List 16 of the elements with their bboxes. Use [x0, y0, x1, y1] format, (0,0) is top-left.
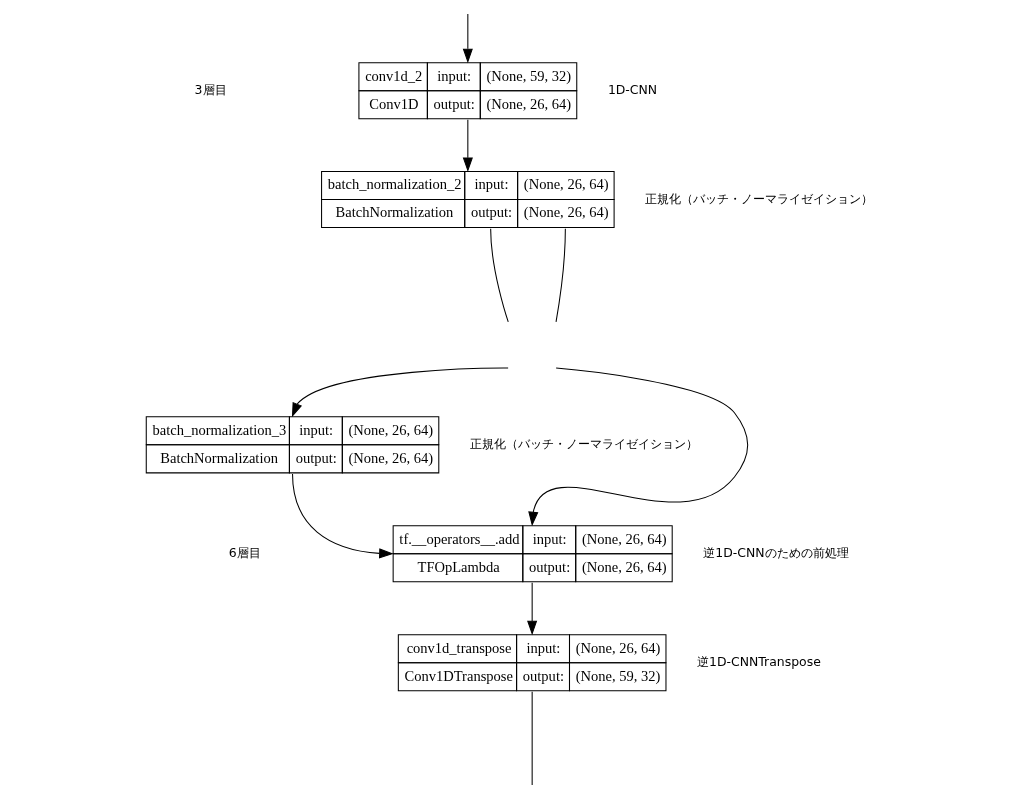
arrow	[291, 367, 509, 417]
arrow	[462, 12, 473, 63]
connector	[489, 227, 509, 322]
node-label: 正規化（バッチ・ノーマライゼイション）	[644, 190, 873, 206]
arrow	[462, 118, 473, 172]
arrow	[527, 367, 748, 526]
node-label: 逆1D-CNNのための前処理	[702, 544, 849, 560]
arrow	[291, 472, 394, 558]
node-label: 1D-CNN	[607, 81, 657, 97]
node-label: 逆1D-CNNTranspose	[696, 653, 821, 669]
label: 3層目	[194, 81, 227, 97]
node-label: 正規化（バッチ・ノーマライゼイション）	[469, 435, 698, 451]
arrow	[526, 581, 537, 635]
label: 6層目	[228, 544, 261, 560]
connector	[531, 690, 533, 785]
connector	[555, 227, 566, 322]
